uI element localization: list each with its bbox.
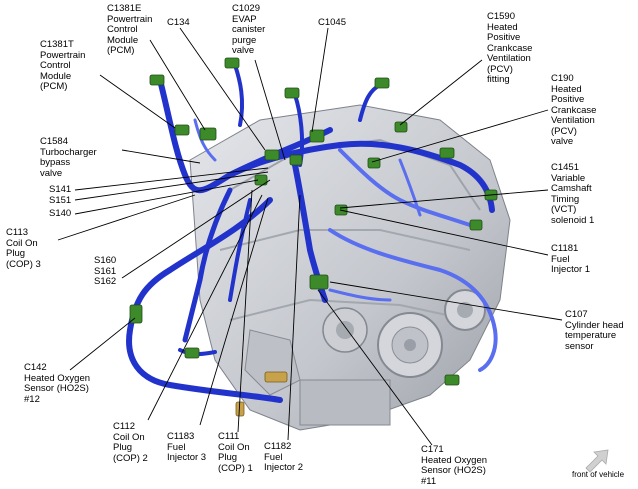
label-c1451: C1451 Variable Camshaft Timing (VCT) sol… [551, 162, 595, 226]
label-c107: C107 Cylinder head temperature sensor [565, 309, 624, 352]
leader-c1183 [199, 197, 269, 426]
front-of-vehicle-caption: front of vehicle [572, 470, 625, 479]
label-c171: C171 Heated Oxygen Sensor (HO2S) #11 [421, 444, 488, 487]
label-c1045: C1045 [318, 17, 346, 28]
label-c1584: C1584 Turbocharger bypass valve [40, 136, 97, 179]
label-c1381e: C1381E Powertrain Control Module (PCM) [107, 3, 153, 56]
leader-c1181 [339, 209, 549, 256]
leader-c107 [329, 281, 563, 321]
label-s141: S141 [49, 184, 72, 195]
engine-block [189, 104, 511, 431]
label-c1181: C1181 Fuel Injector 1 [551, 243, 591, 275]
label-c113: C113 Coil On Plug (COP) 3 [6, 227, 41, 270]
leader-c1381t [99, 74, 176, 129]
label-s151: S151 [49, 195, 72, 206]
label-c1183: C1183 Fuel Injector 3 [167, 431, 207, 463]
connectors [129, 57, 498, 417]
leader-c171 [317, 289, 433, 446]
leader-c134 [179, 27, 266, 151]
leader-c1029 [254, 59, 286, 161]
leader-c1045 [311, 27, 329, 133]
leader-s140 [74, 179, 259, 215]
label-c1381t: C1381T Powertrain Control Module (PCM) [40, 39, 86, 92]
label-c134: C134 [167, 17, 190, 28]
label-c190: C190 Heated Positive Crankcase Ventilati… [551, 73, 597, 147]
leader-c1584 [121, 149, 201, 164]
label-c112: C112 Coil On Plug (COP) 2 [113, 421, 148, 464]
label-c111: C111 Coil On Plug (COP) 1 [218, 431, 253, 474]
leader-c113 [57, 194, 196, 241]
label-c1182: C1182 Fuel Injector 2 [264, 441, 304, 473]
label-s140: S140 [49, 208, 72, 219]
label-s160: S160 S161 S162 [94, 255, 117, 287]
label-c1029: C1029 EVAP canister purge valve [232, 3, 266, 56]
leader-s141 [74, 167, 269, 191]
leader-s160 [121, 179, 271, 279]
leader-c112 [147, 194, 263, 421]
label-c1590: C1590 Heated Positive Crankcase Ventilat… [487, 11, 533, 85]
leader-s151 [74, 171, 269, 201]
leader-c1381e [149, 39, 206, 131]
leader-c1182 [287, 194, 301, 441]
leader-c142 [69, 317, 136, 371]
leader-c1451 [339, 189, 549, 209]
leader-c111 [237, 189, 253, 433]
label-c142: C142 Heated Oxygen Sensor (HO2S) #12 [24, 362, 91, 405]
leader-lines [57, 27, 563, 446]
leader-c1590 [399, 59, 483, 126]
leader-c190 [371, 109, 549, 163]
front-of-vehicle-arrow-icon [585, 449, 609, 473]
